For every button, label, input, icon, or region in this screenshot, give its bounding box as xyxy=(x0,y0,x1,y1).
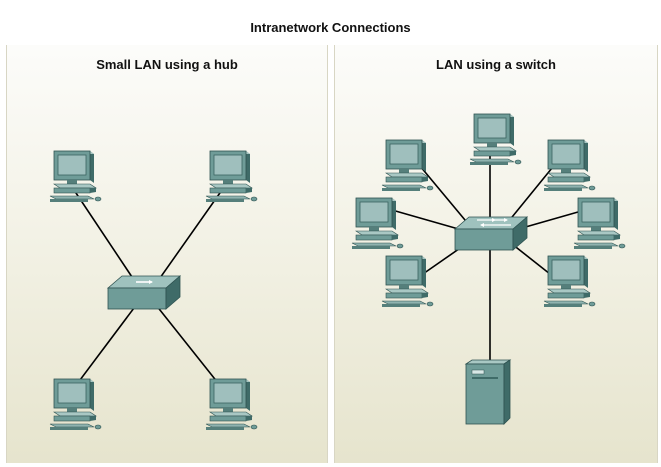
switch-icon xyxy=(453,216,529,251)
hub-pc-bottom-left-icon xyxy=(49,378,102,431)
switch-pc-top-icon xyxy=(469,113,522,166)
server-icon xyxy=(464,359,512,425)
hub-link-bottom-left xyxy=(73,299,141,389)
switch-pc-lower-left-icon xyxy=(381,255,434,308)
hub-icon xyxy=(106,275,182,310)
switch-link-lower-right xyxy=(511,243,551,275)
switch-lan-panel-title: LAN using a switch xyxy=(436,57,556,72)
switch-pc-upper-left-icon xyxy=(381,139,434,192)
hub-lan-panel-title: Small LAN using a hub xyxy=(96,57,238,72)
switch-pc-mid-left-icon xyxy=(351,197,404,250)
switch-link-mid-left xyxy=(391,209,463,231)
hub-pc-top-right-icon xyxy=(205,150,258,203)
hub-link-bottom-right xyxy=(151,299,223,389)
switch-link-upper-left xyxy=(419,165,471,227)
hub-pc-top-left-icon xyxy=(49,150,102,203)
diagram-title: Intranetwork Connections xyxy=(250,20,411,35)
switch-link-mid-right xyxy=(521,211,579,229)
hub-pc-bottom-right-icon xyxy=(205,378,258,431)
switch-pc-upper-right-icon xyxy=(543,139,596,192)
switch-links xyxy=(391,156,579,362)
switch-pc-mid-right-icon xyxy=(573,197,626,250)
switch-pc-lower-right-icon xyxy=(543,255,596,308)
switch-link-upper-right xyxy=(507,167,553,223)
